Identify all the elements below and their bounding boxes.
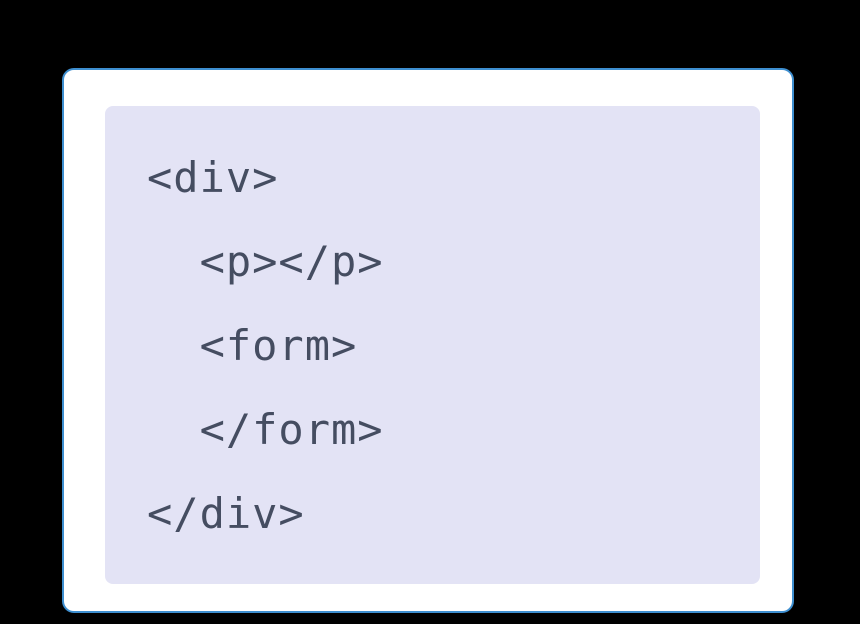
code-line: <div> bbox=[147, 153, 279, 202]
code-line: <p></p> bbox=[147, 237, 384, 286]
code-line: </div> bbox=[147, 489, 305, 538]
code-block: <div> <p></p> <form> </form> </div> bbox=[105, 106, 760, 584]
code-line: </form> bbox=[147, 405, 384, 454]
code-card: <div> <p></p> <form> </form> </div> bbox=[62, 68, 794, 613]
code-line: <form> bbox=[147, 321, 358, 370]
